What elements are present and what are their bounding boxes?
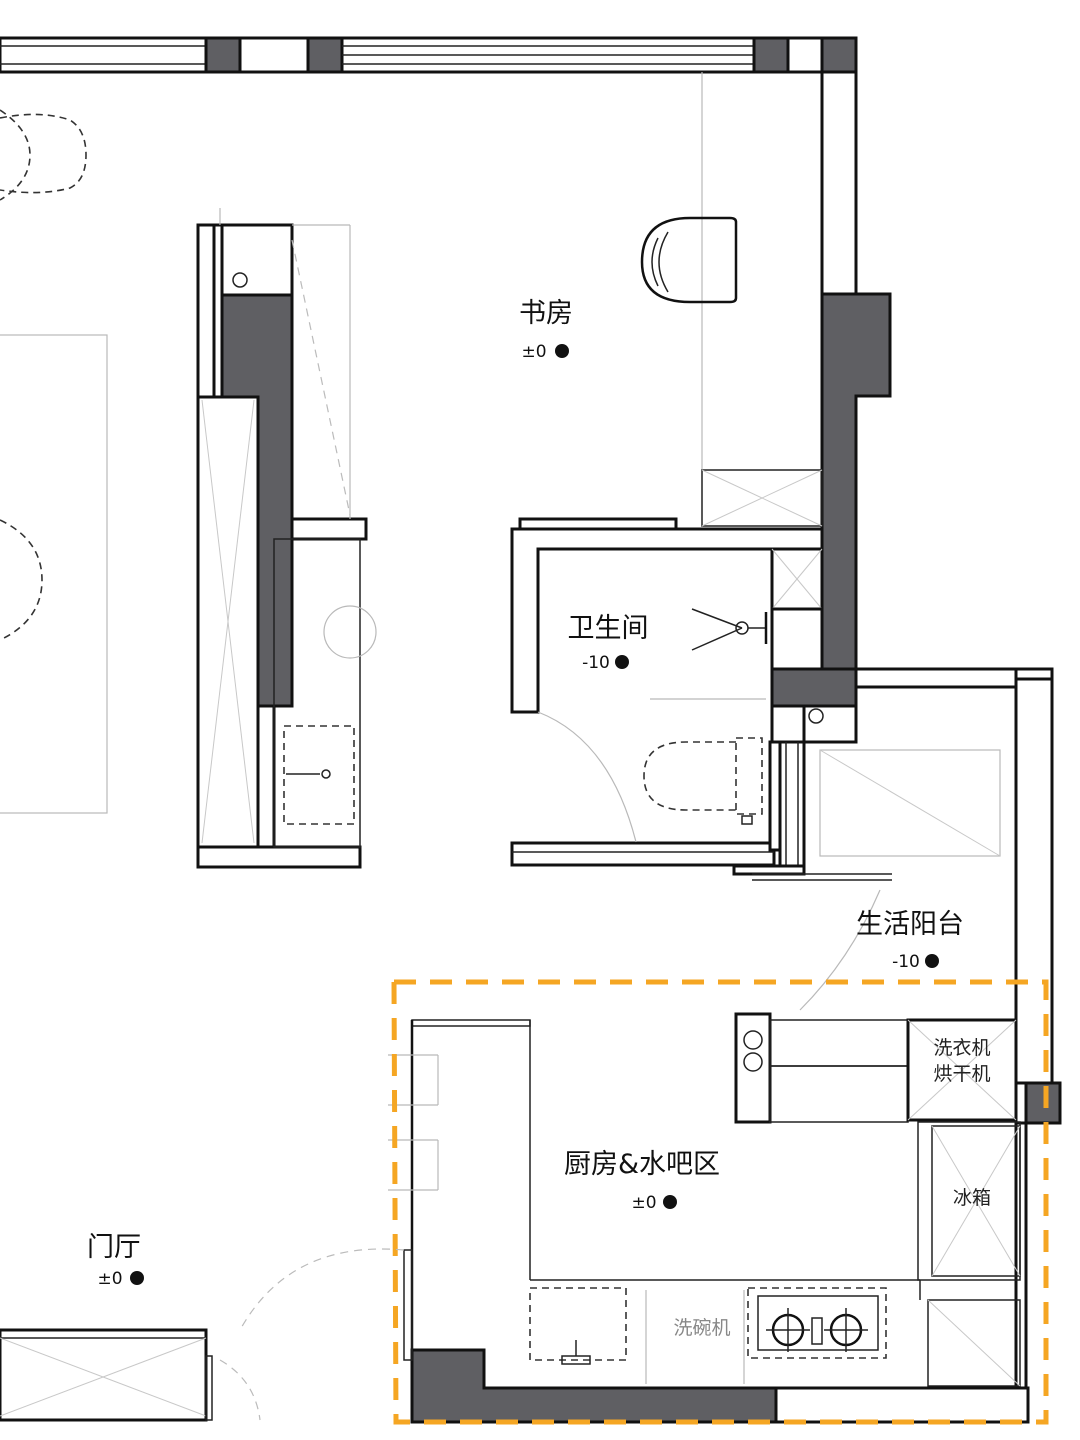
top-window-wall <box>0 36 858 74</box>
foyer-level: ±0 <box>97 1269 122 1289</box>
study-right-wall <box>770 70 892 686</box>
balcony <box>799 667 1054 1085</box>
study-label: 书房 <box>519 298 573 329</box>
study-level: ±0 <box>521 342 546 362</box>
bathroom-walls <box>510 517 892 881</box>
foyer-cabinet <box>0 1248 413 1422</box>
study-desk <box>640 72 823 527</box>
washer-label: 洗衣机 <box>933 1037 990 1059</box>
kitchen-label: 厨房&水吧区 <box>564 1149 720 1180</box>
balcony-level: -10 <box>892 952 920 972</box>
fridge-label: 冰箱 <box>953 1187 991 1209</box>
balcony-label: 生活阳台 <box>856 909 964 940</box>
dishwasher-label: 洗碗机 <box>673 1317 730 1339</box>
kitchen-level: ±0 <box>631 1193 656 1213</box>
bathroom-level: -10 <box>582 653 610 673</box>
balcony-level-marker-icon <box>925 954 939 968</box>
foyer-label: 门厅 <box>87 1232 141 1263</box>
bathroom-level-marker-icon <box>615 655 629 669</box>
bathroom-label: 卫生间 <box>568 613 649 644</box>
living-furniture <box>0 109 108 814</box>
kitchen-highlight-outline <box>391 979 1049 1425</box>
study-level-marker-icon <box>555 344 569 358</box>
kitchen-level-marker-icon <box>663 1195 677 1209</box>
foyer-level-marker-icon <box>130 1271 144 1285</box>
dryer-label: 烘干机 <box>933 1063 990 1085</box>
central-wall-column <box>196 208 377 869</box>
